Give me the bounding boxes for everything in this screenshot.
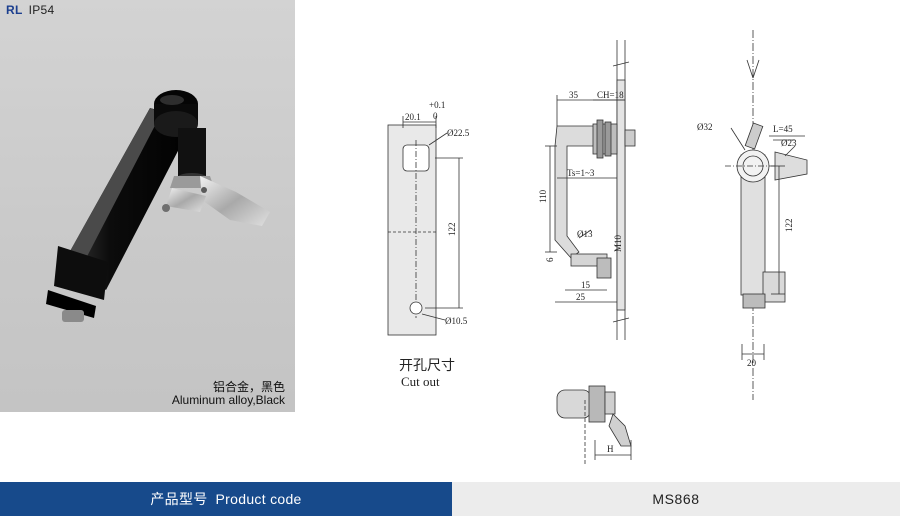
material-en: Aluminum alloy,Black	[171, 393, 285, 407]
cutout-dim-square: Ø22.5	[447, 128, 470, 138]
cutout-dim-height: 122	[447, 223, 457, 237]
front-dim-20: 20	[747, 358, 757, 368]
side-dim-ts: Ts=1~3	[567, 168, 595, 178]
product-code-value: MS868	[452, 482, 900, 516]
side-dim-6: 6	[545, 257, 555, 262]
material-zh: 铝合金，黑色	[212, 380, 285, 394]
ip-rating: IP54	[28, 3, 55, 17]
cutout-tol-lower: 0	[433, 111, 438, 121]
protection-rating: RL IP54	[6, 3, 55, 17]
side-dim-13: Ø13	[577, 229, 593, 239]
product-code-label-en: Product code	[215, 491, 302, 507]
cutout-dim-width: 20.1	[405, 112, 421, 122]
product-code-label-zh: 产品型号	[150, 491, 208, 507]
front-dim-l45: L=45	[773, 124, 793, 134]
side-dim-25: 25	[576, 292, 586, 302]
series-code: RL	[6, 3, 23, 17]
cutout-tol-upper: +0.1	[429, 100, 445, 110]
product-code-label: 产品型号 Product code	[0, 482, 452, 516]
side-dim-h: H	[607, 444, 614, 454]
side-dim-m10: M10	[613, 234, 623, 252]
cutout-caption-en: Cut out	[401, 374, 440, 389]
side-dim-35: 35	[569, 90, 579, 100]
product-photo-panel: RL IP54	[0, 0, 295, 412]
side-dim-110: 110	[538, 189, 548, 203]
technical-drawing: 20.1 +0.1 0 Ø22.5 122 Ø10.5 35 CH=18 Ts=…	[387, 30, 808, 465]
side-dim-ch18: CH=18	[597, 90, 624, 100]
side-dim-15: 15	[581, 280, 591, 290]
front-dim-122: 122	[784, 219, 794, 233]
cutout-caption-zh: 开孔尺寸	[399, 358, 455, 374]
front-dim-23: Ø23	[781, 138, 797, 148]
front-dim-32: Ø32	[697, 122, 713, 132]
product-photo	[46, 90, 270, 322]
cutout-dim-hole: Ø10.5	[445, 316, 468, 326]
